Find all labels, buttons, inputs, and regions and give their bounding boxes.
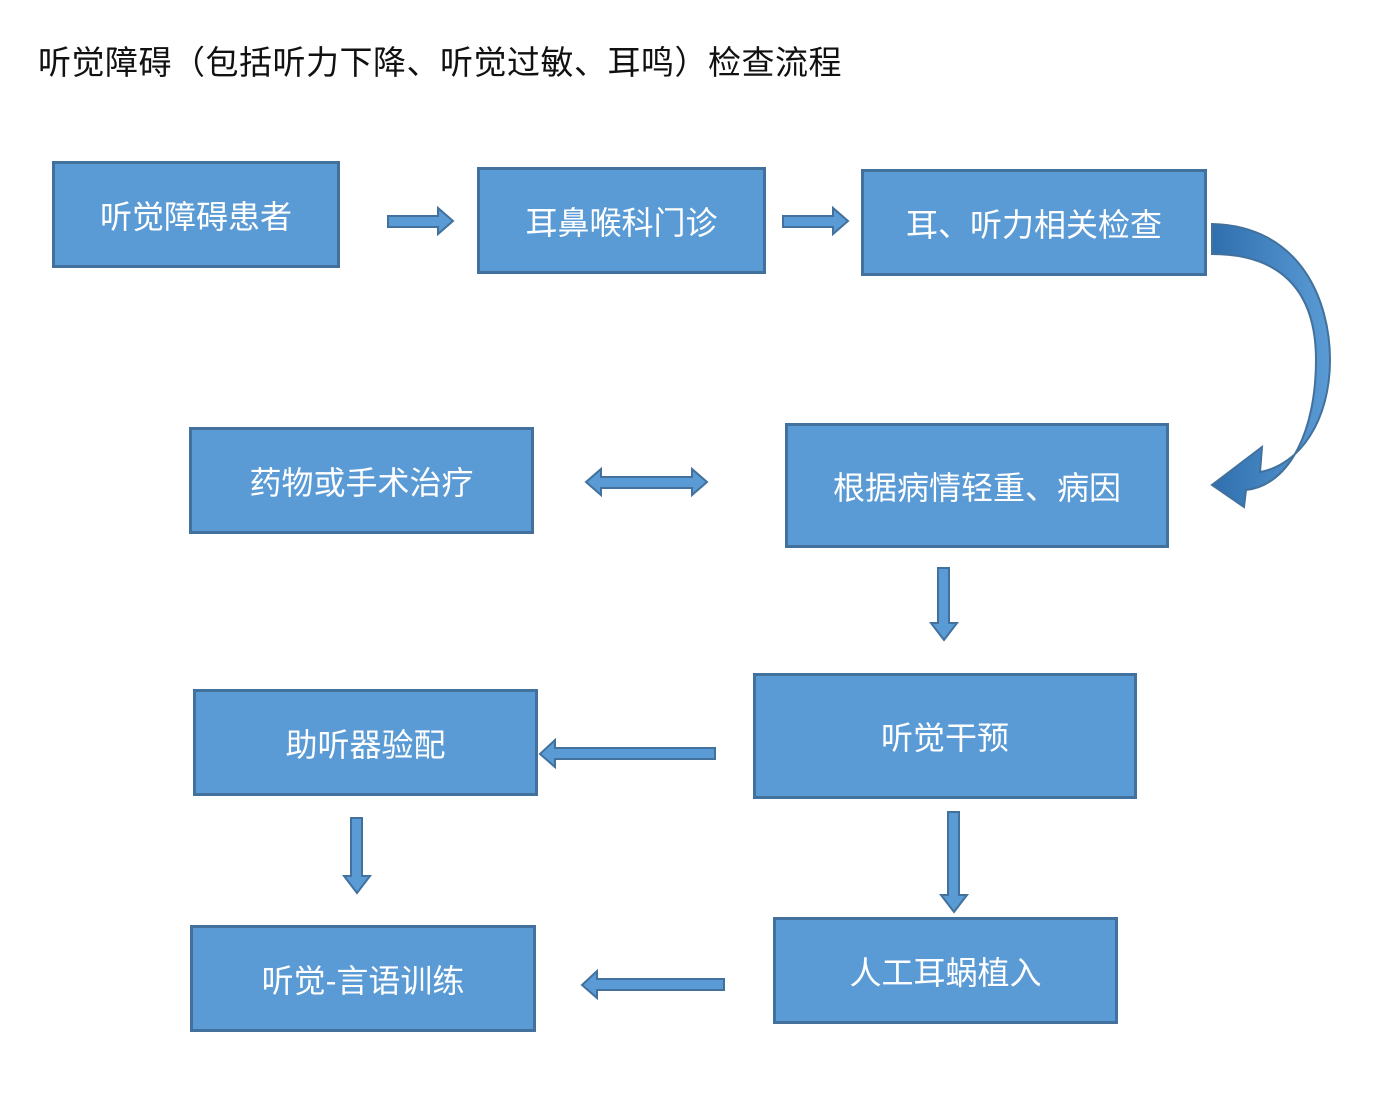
node-hearing-aid-fitting: 助听器验配: [193, 689, 538, 796]
page-title: 听觉障碍（包括听力下降、听觉过敏、耳鸣）检查流程: [38, 43, 842, 82]
node-hearing-intervention: 听觉干预: [753, 673, 1137, 799]
node-medication-surgery: 药物或手术治疗: [189, 427, 534, 534]
arrow-right-clinic-to-exam: [782, 205, 850, 237]
node-auditory-speech-training: 听觉-言语训练: [190, 925, 536, 1032]
arrow-left-implant-to-training: [580, 968, 725, 1001]
node-severity-cause: 根据病情轻重、病因: [785, 423, 1169, 548]
arrow-down-hearing-aid-to-training: [341, 817, 373, 895]
arrow-down-intervention-to-implant: [938, 811, 970, 914]
node-ear-hearing-exam: 耳、听力相关检查: [861, 169, 1207, 276]
node-ent-clinic: 耳鼻喉科门诊: [477, 167, 766, 274]
arrow-left-intervention-to-hearing-aid: [538, 737, 716, 770]
node-patient: 听觉障碍患者: [52, 161, 340, 268]
curved-arrow-exam-to-severity: [1210, 222, 1332, 509]
node-cochlear-implant: 人工耳蜗植入: [773, 917, 1118, 1024]
arrow-double-treatment-severity: [584, 466, 709, 498]
arrow-down-severity-to-intervention: [928, 567, 960, 642]
arrow-right-patient-to-clinic: [387, 205, 455, 237]
